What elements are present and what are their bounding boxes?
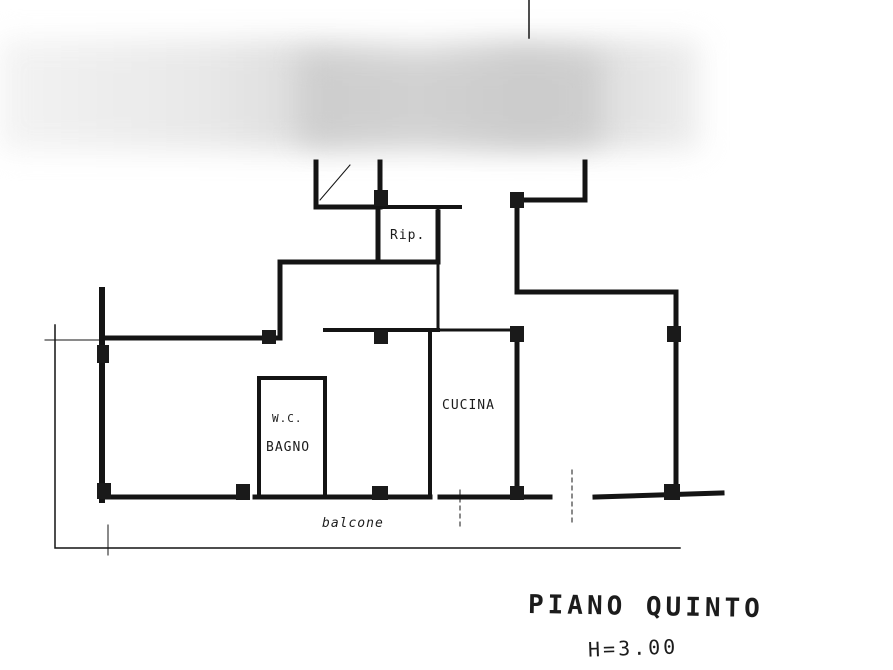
facade-4	[592, 490, 725, 500]
balcony-label: balcone	[322, 516, 384, 531]
wall-bath	[257, 376, 327, 497]
column-marker	[510, 192, 524, 208]
room-label-cucina: CUCINA	[442, 398, 495, 413]
wall-left-wing	[277, 259, 381, 341]
balcony-outline	[54, 324, 681, 549]
column-marker	[374, 190, 388, 206]
column-marker	[372, 486, 388, 500]
column-marker	[236, 484, 250, 500]
room-label-wc: W.C.	[272, 412, 303, 425]
floor-height-note: H=3.00	[587, 634, 679, 662]
column-marker	[262, 330, 276, 344]
column-marker	[510, 486, 524, 500]
wall-right-room	[514, 197, 679, 498]
column-marker	[97, 483, 111, 499]
floor-caption: PIANO QUINTO	[527, 589, 765, 625]
room-label-rip: Rip.	[390, 228, 426, 243]
column-marker	[510, 326, 524, 342]
column-marker	[374, 330, 388, 344]
columns	[97, 190, 681, 500]
column-marker	[667, 326, 681, 342]
upper-wall-right	[512, 159, 588, 203]
room-label-bagno: BAGNO	[266, 440, 311, 455]
column-marker	[97, 345, 109, 363]
upper-wall-left	[313, 159, 383, 210]
upper-diagonal	[319, 164, 351, 201]
redacted-block	[300, 55, 600, 145]
column-marker	[664, 484, 680, 500]
